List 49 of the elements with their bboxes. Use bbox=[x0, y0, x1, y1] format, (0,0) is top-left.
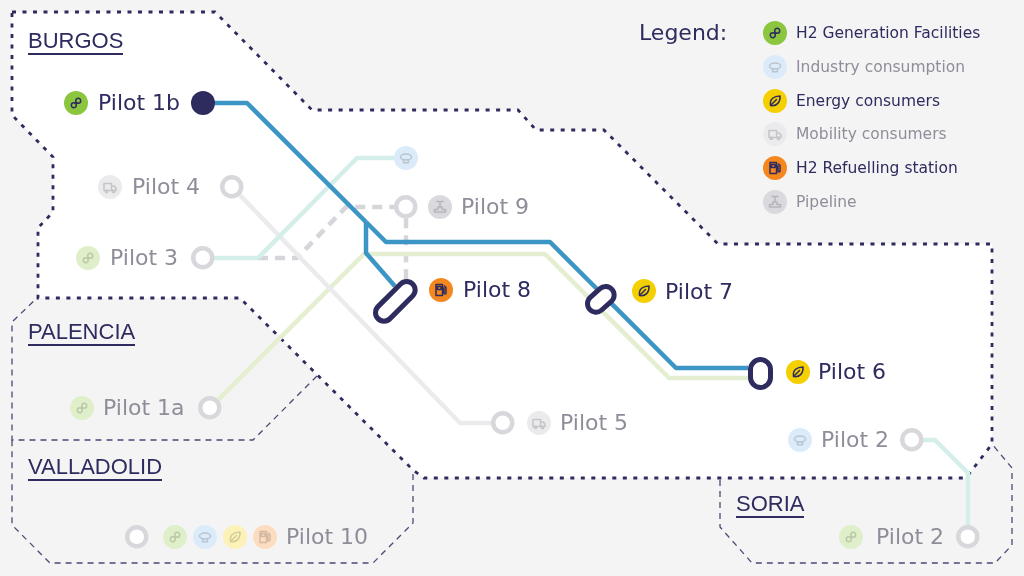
legend-title: Legend: bbox=[639, 20, 728, 46]
route-line bbox=[601, 310, 749, 381]
station-marker bbox=[956, 525, 980, 549]
region-label: SORIA bbox=[736, 492, 805, 518]
station-marker bbox=[125, 525, 149, 549]
station-marker bbox=[198, 396, 222, 420]
station-label: Pilot 2 bbox=[821, 427, 890, 453]
station-label: Pilot 3 bbox=[110, 245, 179, 271]
station-label: Pilot 5 bbox=[560, 410, 629, 436]
legend-label: Energy consumers bbox=[796, 90, 940, 111]
station-marker bbox=[394, 195, 418, 219]
legend-label: H2 Generation Facilities bbox=[796, 23, 981, 43]
station-label: Pilot 9 bbox=[461, 194, 530, 220]
legend-label: Industry consumption bbox=[796, 56, 966, 77]
region-boundary bbox=[10, 10, 994, 480]
station-label: Pilot 2 bbox=[876, 524, 945, 550]
station-label: Pilot 7 bbox=[665, 279, 734, 305]
station-label: Pilot 8 bbox=[463, 277, 532, 303]
station-label: Pilot 1b bbox=[98, 90, 181, 116]
region-boundary bbox=[10, 438, 415, 565]
route-line bbox=[216, 251, 590, 402]
route-line bbox=[214, 100, 368, 224]
route-line bbox=[256, 155, 395, 260]
region-label: PALENCIA bbox=[28, 320, 136, 346]
route-line bbox=[923, 437, 971, 526]
station-label: Pilot 4 bbox=[132, 174, 201, 200]
station-label: Pilot 10 bbox=[286, 524, 369, 550]
station-marker bbox=[191, 91, 215, 115]
legend-label: Mobility consumers bbox=[796, 124, 947, 145]
legend-label: H2 Refuelling station bbox=[796, 158, 958, 179]
station-marker bbox=[747, 356, 773, 390]
station-label: Pilot 1a bbox=[103, 395, 185, 421]
route-line bbox=[610, 302, 749, 371]
station-marker bbox=[491, 411, 515, 435]
route-line bbox=[238, 193, 492, 426]
station-marker bbox=[191, 246, 215, 270]
route-line bbox=[403, 218, 409, 280]
station-label: Pilot 6 bbox=[818, 359, 887, 385]
region-label: VALLADOLID bbox=[28, 455, 163, 481]
legend-label: Pipeline bbox=[796, 192, 857, 212]
station-marker bbox=[220, 175, 244, 199]
route-line bbox=[214, 255, 258, 261]
blimp-icon bbox=[394, 146, 418, 170]
route-line bbox=[363, 222, 397, 288]
station-marker bbox=[585, 283, 617, 315]
region-label: BURGOS bbox=[28, 29, 124, 55]
route-line bbox=[364, 220, 599, 291]
route-line bbox=[258, 204, 395, 261]
station-marker bbox=[900, 428, 924, 452]
